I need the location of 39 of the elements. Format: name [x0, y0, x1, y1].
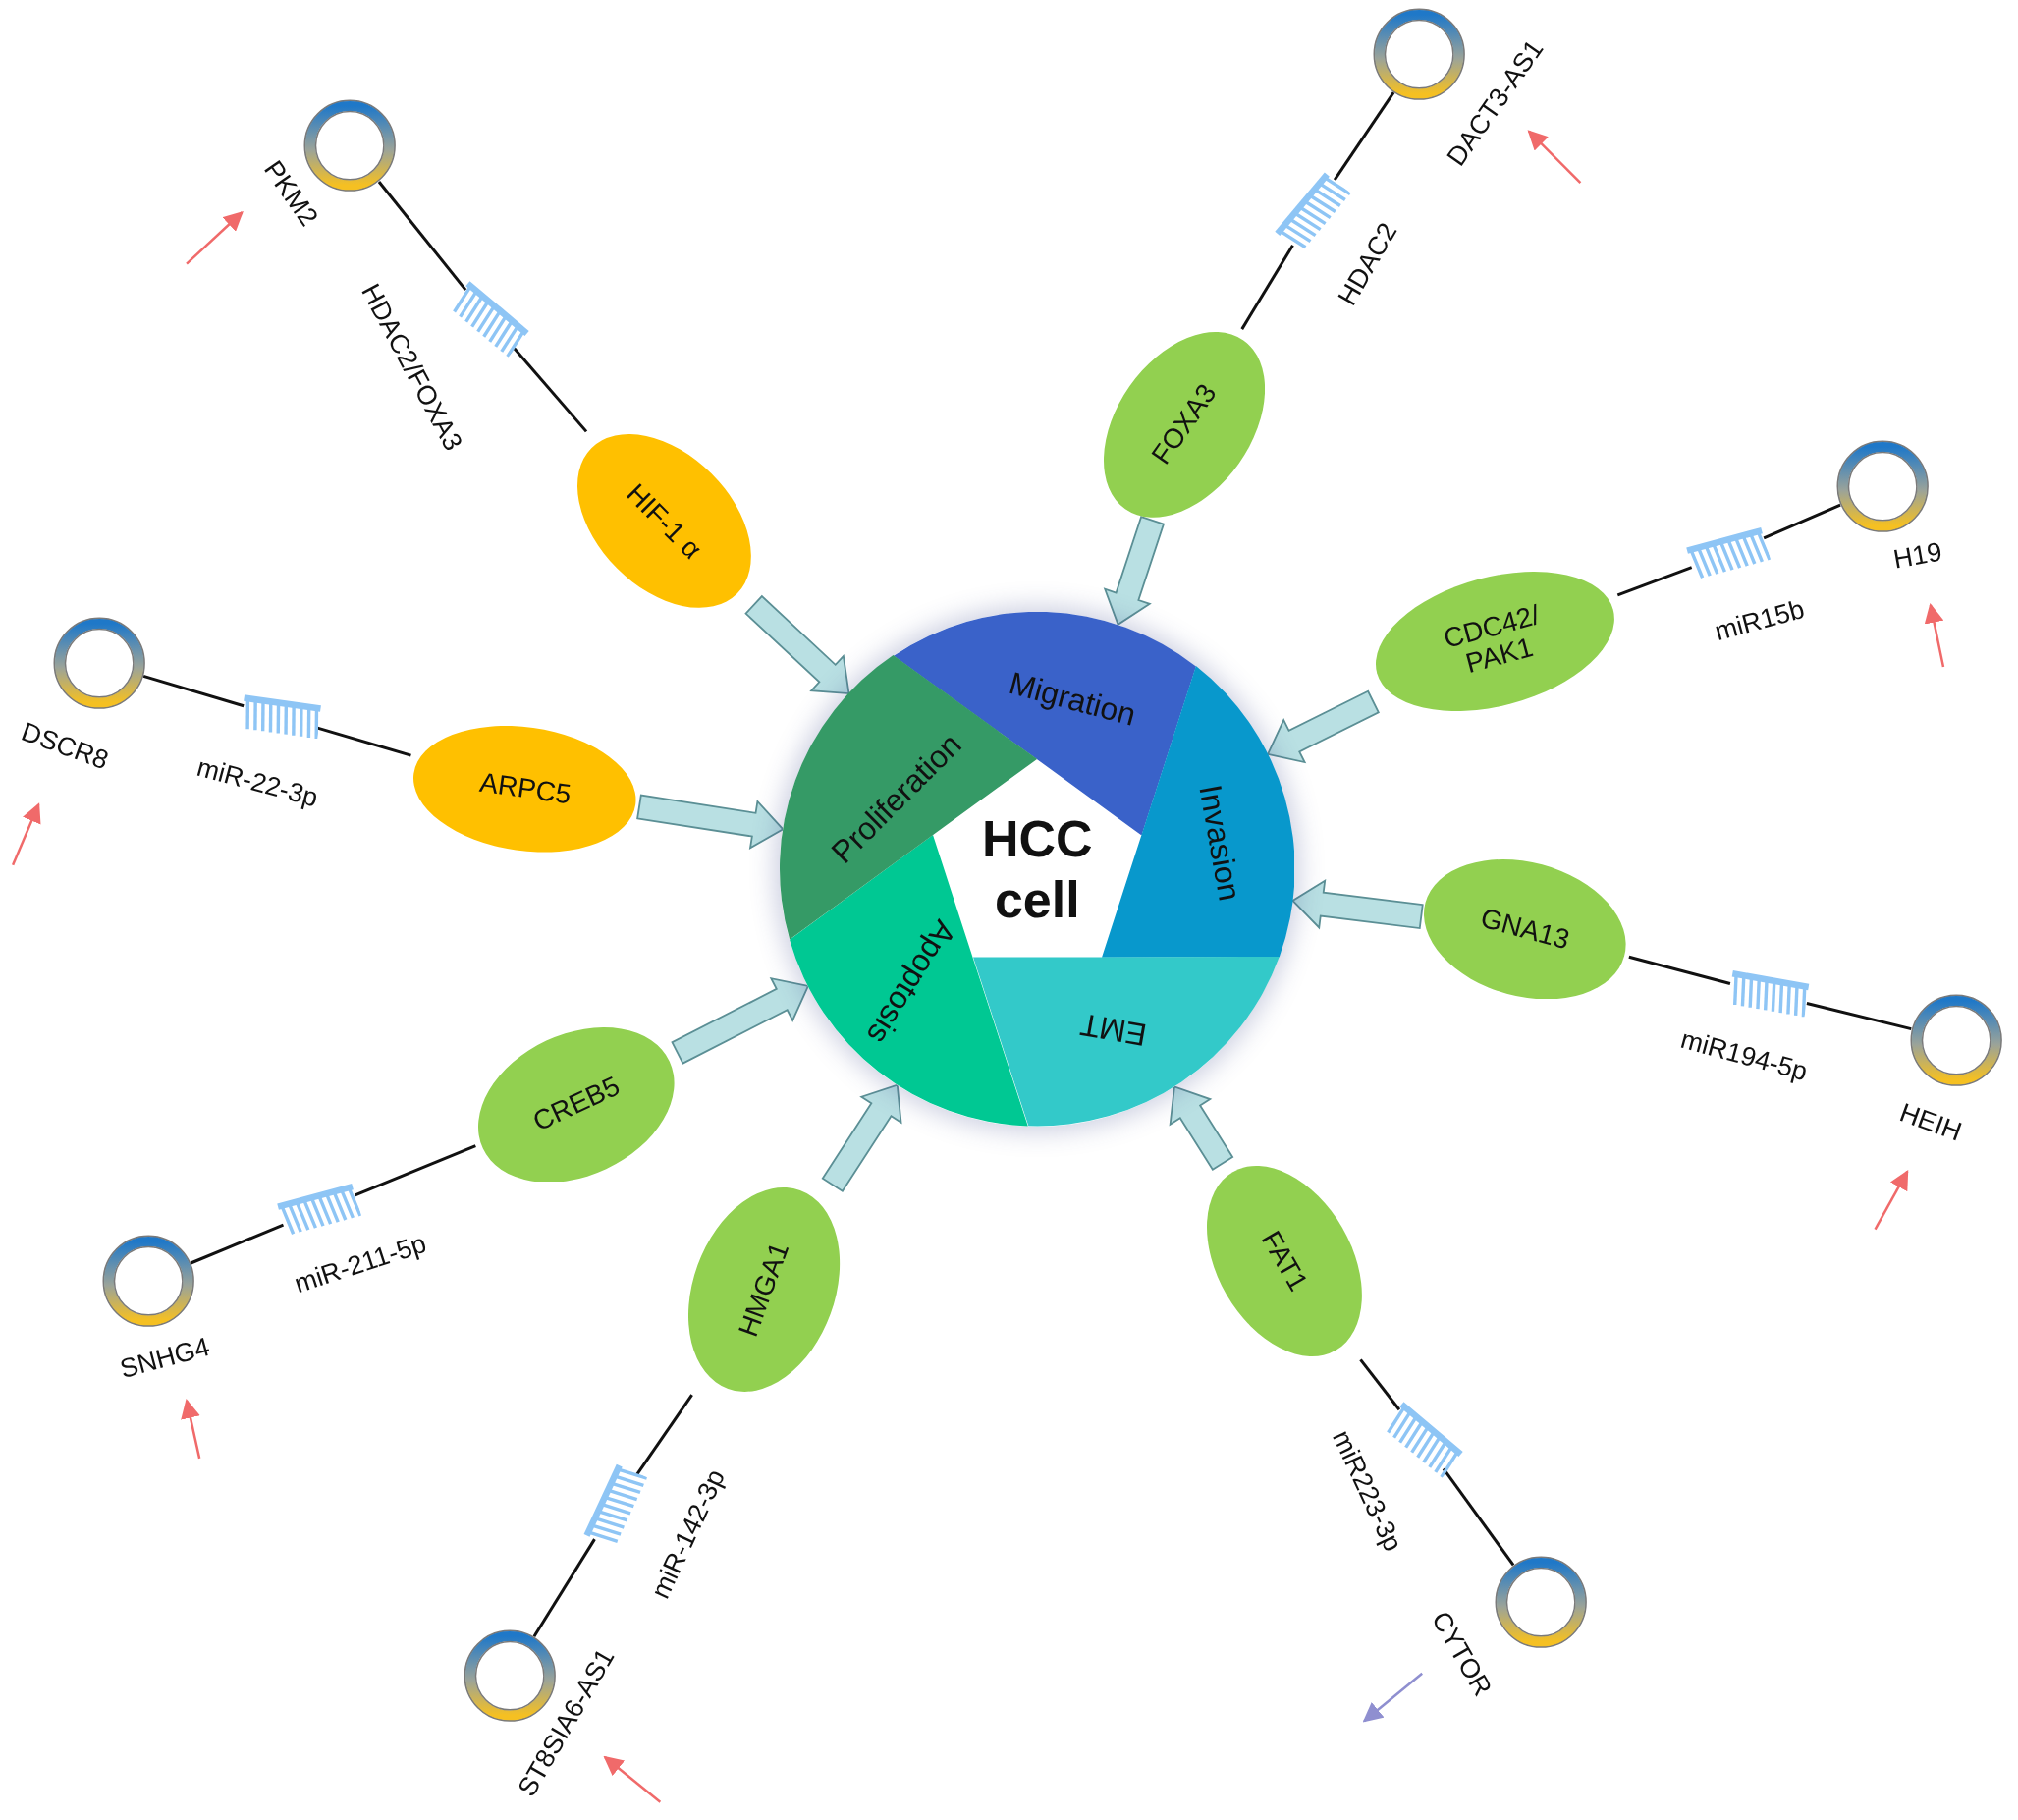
block-arrow [1103, 515, 1166, 627]
connector-line [1359, 1358, 1401, 1411]
block-arrow [636, 794, 785, 851]
outcome-label: EMT [1077, 1006, 1150, 1054]
mirna-label: miR15b [1711, 593, 1808, 647]
connector-line [355, 1144, 476, 1197]
block-arrow [671, 977, 810, 1065]
connector-line [377, 181, 467, 292]
connector-line [532, 1538, 596, 1638]
connector-line [1763, 503, 1841, 540]
rna-label: SNHG4 [116, 1331, 213, 1385]
ring-symbol [1494, 1556, 1587, 1649]
connector-line [1628, 955, 1731, 985]
block-arrow [1169, 1085, 1234, 1172]
gene-name: GNA13 [1477, 903, 1573, 956]
gene-name: ARPC5 [477, 768, 573, 810]
connector-line [1333, 91, 1395, 181]
connector-line [142, 675, 245, 708]
connector-line [190, 1223, 285, 1265]
gene-name: CDC42/PAK1 [1439, 597, 1544, 681]
outcome-label: Invasion [1191, 782, 1248, 905]
connector-line [1616, 566, 1693, 597]
connector-line [316, 726, 411, 757]
rna-label: H19 [1890, 536, 1944, 576]
connector-line [1240, 244, 1294, 330]
connector-line [1806, 1001, 1912, 1031]
ring-symbol [1909, 993, 2003, 1087]
connector-line [513, 347, 588, 433]
connector-line [635, 1394, 693, 1476]
block-arrow [821, 1083, 902, 1193]
rna-label: HEIH [1895, 1097, 1966, 1148]
ring-symbol [52, 616, 146, 710]
block-arrow [1266, 689, 1380, 764]
block-arrow [744, 594, 850, 694]
cell-title: HCC cell [980, 808, 1094, 930]
ring-symbol [1836, 440, 1930, 533]
block-arrow [1291, 879, 1424, 930]
ring-symbol [101, 1234, 194, 1328]
connector-line [1442, 1467, 1515, 1567]
